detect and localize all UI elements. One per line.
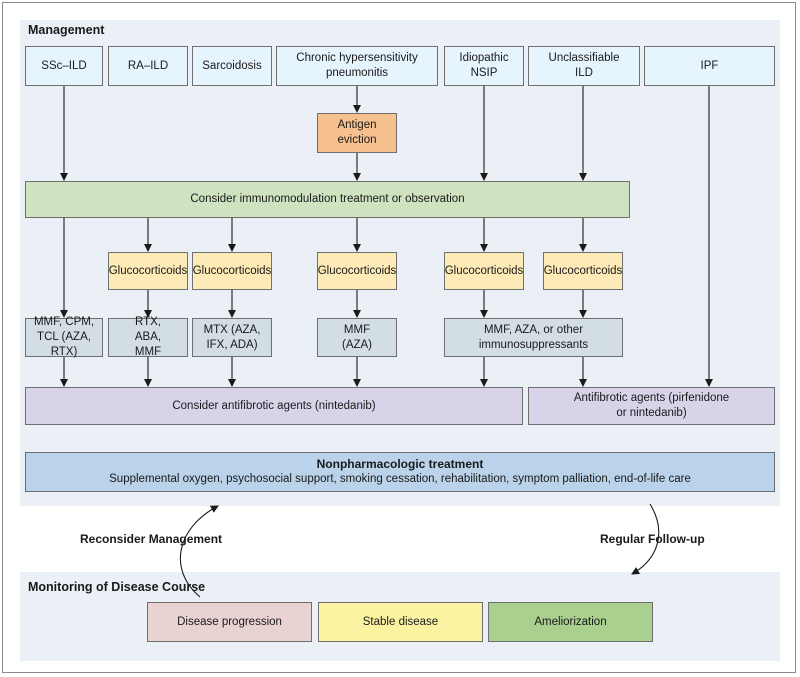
glucocorticoids-box-nsip: Glucocorticoids [444, 252, 524, 290]
disease-box-idiopathic-nsip: Idiopathic NSIP [444, 46, 524, 86]
drug-box-chp: MMF (AZA) [317, 318, 397, 357]
drug-box-sarcoidosis: MTX (AZA, IFX, ADA) [192, 318, 272, 357]
disease-progression-box: Disease progression [147, 602, 312, 642]
glucocorticoids-label: Glucocorticoids [444, 264, 524, 277]
glucocorticoids-box-unclassifiable: Glucocorticoids [543, 252, 623, 290]
immunomodulation-label: Consider immunomodulation treatment or o… [190, 193, 465, 206]
reconsider-management-label: Reconsider Management [80, 532, 223, 546]
amelioration-box: Ameliorization [488, 602, 653, 642]
antifibrotic-ipf-box: Antifibrotic agents (pirfenidone or nint… [528, 387, 775, 425]
antigen-eviction-box: Antigen eviction [317, 113, 397, 153]
disease-box-chronic-hp: Chronic hypersensitivity pneumonitis [276, 46, 438, 86]
glucocorticoids-box-chp: Glucocorticoids [317, 252, 397, 290]
glucocorticoids-label: Glucocorticoids [543, 264, 623, 277]
stable-disease-box: Stable disease [318, 602, 483, 642]
antifibrotic-consider-label: Consider antifibrotic agents (nintedanib… [172, 399, 376, 412]
drug-box-ra: RTX, ABA, MMF [108, 316, 188, 358]
monitoring-title: Monitoring of Disease Course [28, 580, 206, 594]
glucocorticoids-label: Glucocorticoids [317, 264, 397, 277]
disease-label: RA–ILD [127, 59, 169, 72]
disease-label: Unclassifiable ILD [548, 52, 620, 79]
disease-box-sarcoidosis: Sarcoidosis [192, 46, 272, 86]
disease-box-unclassifiable-ild: Unclassifiable ILD [528, 46, 640, 86]
stable-disease-label: Stable disease [362, 615, 439, 628]
drug-label: MMF, CPM, TCL (AZA, RTX) [33, 316, 95, 358]
drug-box-ssc: MMF, CPM, TCL (AZA, RTX) [25, 316, 103, 358]
antifibrotic-consider-box: Consider antifibrotic agents (nintedanib… [25, 387, 523, 425]
disease-box-ra-ild: RA–ILD [108, 46, 188, 86]
drug-label: MTX (AZA, IFX, ADA) [203, 323, 261, 351]
disease-label: IPF [700, 59, 719, 72]
immunomodulation-box: Consider immunomodulation treatment or o… [25, 181, 630, 218]
nonpharmacologic-box: Nonpharmacologic treatment Supplemental … [25, 452, 775, 492]
glucocorticoids-label: Glucocorticoids [108, 264, 188, 277]
antigen-eviction-label: Antigen eviction [337, 119, 377, 146]
disease-label: SSc–ILD [41, 59, 87, 72]
antifibrotic-ipf-label: Antifibrotic agents (pirfenidone or nint… [573, 392, 730, 419]
glucocorticoids-box-sarcoidosis: Glucocorticoids [192, 252, 272, 290]
disease-label: Idiopathic NSIP [459, 52, 509, 79]
glucocorticoids-label: Glucocorticoids [192, 264, 272, 277]
amelioration-label: Ameliorization [534, 615, 607, 628]
disease-label: Sarcoidosis [202, 59, 262, 72]
disease-label: Chronic hypersensitivity pneumonitis [296, 52, 418, 79]
disease-box-ssc-ild: SSc–ILD [25, 46, 103, 86]
management-title: Management [28, 23, 105, 37]
drug-box-nsip-unclassifiable: MMF, AZA, or other immunosuppressants [444, 318, 623, 357]
nonpharmacologic-text: Supplemental oxygen, psychosocial suppor… [109, 473, 691, 486]
drug-label: MMF (AZA) [341, 323, 373, 351]
glucocorticoids-box-ra: Glucocorticoids [108, 252, 188, 290]
disease-box-ipf: IPF [644, 46, 775, 86]
regular-follow-up-label: Regular Follow-up [600, 532, 705, 546]
disease-progression-label: Disease progression [177, 615, 282, 628]
drug-label: RTX, ABA, MMF [134, 316, 162, 358]
nonpharmacologic-title: Nonpharmacologic treatment [316, 456, 484, 471]
drug-label: MMF, AZA, or other immunosuppressants [478, 323, 589, 351]
